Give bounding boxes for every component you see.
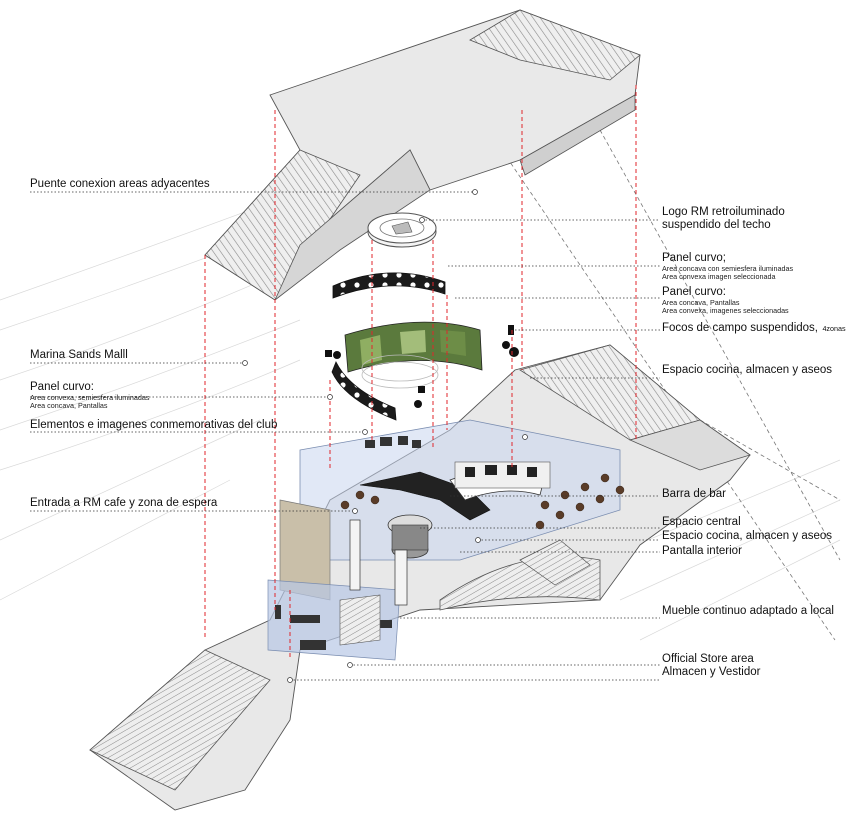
spotlight-icon [325,350,341,359]
label-text: Marina Sands Malll [30,349,128,361]
label-text: Panel curvo: [30,381,94,393]
label-subtext: Area convexa imagen seleccionada [662,271,776,281]
label-text: Entrada a RM cafe y zona de espera [30,497,218,509]
label-elementos: Elementos e imagenes conmemorativas del … [30,419,277,432]
suspended-light-frame [361,354,439,389]
label-entrada: Entrada a RM cafe y zona de espera [30,497,217,510]
label-text: Elementos e imagenes conmemorativas del … [30,419,278,431]
diagonal-guide-lines [494,129,841,641]
label-subtext: Area convexa, imagenes seleccionadas [662,305,789,315]
leader-lines [30,191,660,681]
label-subtext: Area concava, Pantallas [30,400,108,410]
label-text: Pantalla interior [662,545,742,557]
interior-bar-and-furniture [275,436,625,650]
label-text: Panel curvo; [662,252,726,264]
rm-logo-disc [367,212,437,248]
background-context-lines [0,149,841,641]
label-official: Official Store area [662,653,754,666]
label-almacen: Almacen y Vestidor [662,666,760,679]
red-vertical-guides [204,85,637,660]
label-puente: Puente conexion areas adyacentes [30,178,210,191]
label-text: Mueble continuo adaptado a local [662,605,834,617]
label-text: suspendido del techo [662,218,771,231]
label-text: Espacio cocina, almacen y aseos [662,530,833,542]
label-pantalla: Pantalla interior [662,545,742,558]
image-frames [365,436,421,448]
curved-panel-lower [331,361,397,421]
label-panel-curvo-left: Panel curvo: Area convexa, semiesfera il… [30,381,149,410]
label-text: Barra de bar [662,488,726,500]
curved-panel-upper [332,272,446,299]
label-cocina-2: Espacio cocina, almacen y aseos [662,530,832,543]
label-logo: Logo RM retroiluminado suspendido del te… [662,206,785,232]
spotlight-icon [414,386,425,408]
label-subtext: Area concava con semiesfera iluminadas [662,263,794,273]
label-subtext: Area convexa, semiesfera iluminadas [30,392,150,402]
suspended-spotlights [325,325,519,408]
label-mueble: Mueble continuo adaptado a local [662,605,834,618]
label-text: Panel curvo: [662,286,726,298]
curved-screen-panel [344,321,483,373]
label-cocina-1: Espacio cocina, almacen y aseos [662,364,832,377]
label-barra: Barra de bar [662,488,726,501]
label-text: Official Store area [662,653,754,665]
label-marina: Marina Sands Malll [30,349,128,362]
label-text: Espacio cocina, almacen y aseos [662,364,833,376]
label-panel-curvo-1: Panel curvo; Area concava con semiesfera… [662,252,793,281]
label-focos: Focos de campo suspendidos, 4zonas [662,318,846,336]
label-text: Puente conexion areas adyacentes [30,178,210,190]
ground-floor-slab [89,344,751,811]
label-text: Logo RM retroiluminado [662,206,785,218]
leader-end-markers [242,189,528,683]
label-text: Espacio central [662,516,741,528]
spotlight-icon [502,341,510,349]
label-text: Focos de campo suspendidos, [662,322,818,334]
label-subtext: 4zonas [822,324,846,333]
label-espacio-central: Espacio central [662,516,741,529]
label-panel-curvo-2: Panel curvo: Area concava, Pantallas Are… [662,286,789,315]
upper-bridge-slab [204,9,641,301]
label-subtext: Area concava, Pantallas [662,297,740,307]
label-text: Almacen y Vestidor [662,666,761,678]
spotlight-icon [508,325,519,357]
